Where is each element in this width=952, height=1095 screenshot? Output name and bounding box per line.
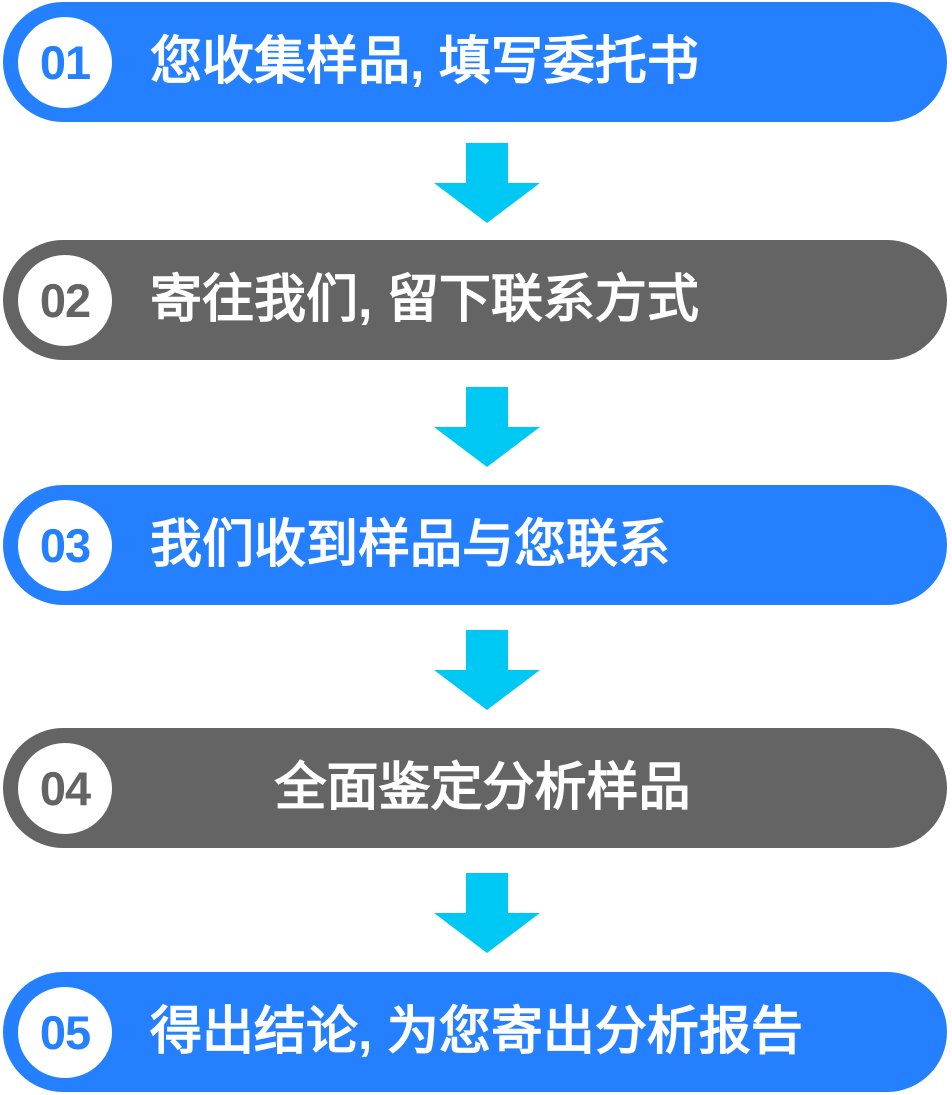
step-label-wrap-01: 您收集样品, 填写委托书 bbox=[112, 2, 947, 122]
step-number-05: 05 bbox=[39, 1005, 91, 1059]
step-number-badge-01: 01 bbox=[18, 16, 112, 108]
step-number-badge-02: 02 bbox=[18, 254, 112, 346]
flow-step-04[interactable]: 04 全面鉴定分析样品 bbox=[3, 728, 947, 848]
flow-step-02[interactable]: 02 寄往我们, 留下联系方式 bbox=[3, 240, 947, 360]
step-number-badge-04: 04 bbox=[18, 742, 112, 834]
step-number-04: 04 bbox=[39, 761, 91, 815]
step-label-03: 我们收到样品与您联系 bbox=[150, 515, 671, 574]
arrow-down-icon-3 bbox=[434, 630, 540, 710]
arrow-down-icon-2 bbox=[434, 387, 540, 467]
step-number-badge-05: 05 bbox=[18, 986, 112, 1078]
step-number-01: 01 bbox=[39, 35, 91, 89]
step-label-01: 您收集样品, 填写委托书 bbox=[150, 32, 699, 91]
step-label-wrap-03: 我们收到样品与您联系 bbox=[112, 485, 947, 605]
arrow-down-icon bbox=[434, 143, 540, 223]
arrow-down-icon bbox=[434, 630, 540, 710]
step-label-05: 得出结论, 为您寄出分析报告 bbox=[150, 1002, 803, 1061]
step-number-03: 03 bbox=[39, 518, 91, 572]
step-label-02: 寄往我们, 留下联系方式 bbox=[150, 270, 699, 329]
step-label-04: 全面鉴定分析样品 bbox=[274, 758, 691, 817]
arrow-down-icon bbox=[434, 387, 540, 467]
arrow-down-icon-4 bbox=[434, 873, 540, 953]
step-number-badge-03: 03 bbox=[18, 499, 112, 591]
step-label-wrap-05: 得出结论, 为您寄出分析报告 bbox=[112, 972, 947, 1092]
step-label-wrap-02: 寄往我们, 留下联系方式 bbox=[112, 240, 947, 360]
flow-step-03[interactable]: 03 我们收到样品与您联系 bbox=[3, 485, 947, 605]
step-number-02: 02 bbox=[39, 273, 91, 327]
flow-step-01[interactable]: 01 您收集样品, 填写委托书 bbox=[3, 2, 947, 122]
arrow-down-icon bbox=[434, 873, 540, 953]
flow-step-05[interactable]: 05 得出结论, 为您寄出分析报告 bbox=[3, 972, 947, 1092]
step-label-wrap-04: 全面鉴定分析样品 bbox=[112, 728, 947, 848]
arrow-down-icon-1 bbox=[434, 143, 540, 223]
